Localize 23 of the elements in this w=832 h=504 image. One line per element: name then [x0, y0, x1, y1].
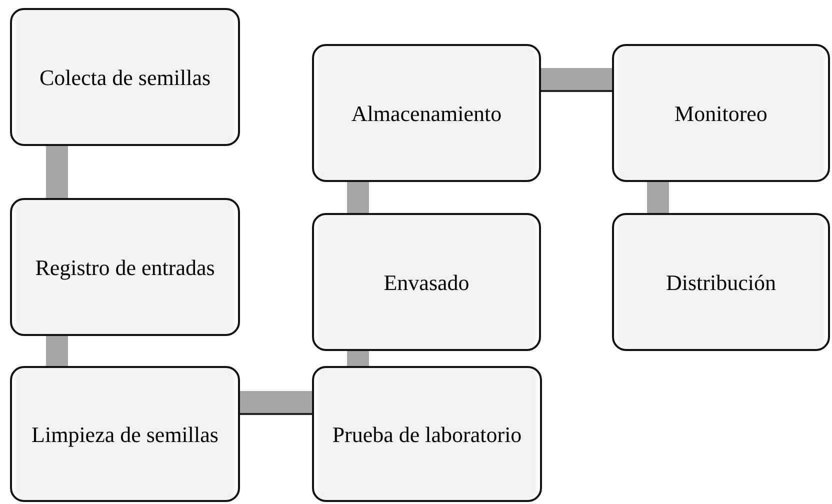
step-label: Distribución	[665, 270, 777, 294]
step-label: Colecta de semillas	[38, 64, 212, 90]
connector-bar	[46, 336, 68, 366]
process-box	[10, 198, 240, 336]
process-box	[312, 366, 542, 502]
connector-bar	[541, 68, 612, 90]
step-label: Limpieza de semillas	[30, 422, 220, 446]
process-box	[10, 8, 240, 146]
step-label: Monitoreo	[674, 100, 768, 126]
step-label: Envasado	[382, 270, 470, 294]
process-box	[612, 213, 830, 351]
step-label: Almacenamiento	[350, 100, 503, 126]
step-label: Prueba de laboratorio	[331, 422, 523, 446]
connector-bar	[347, 351, 369, 366]
process-box	[312, 44, 541, 182]
step-label: Registro de entradas	[34, 254, 216, 280]
process-box	[612, 44, 830, 182]
connector-bar	[347, 182, 369, 213]
process-box	[312, 213, 541, 351]
connector-bar	[647, 182, 669, 213]
process-box	[10, 366, 240, 502]
connector-bar	[46, 146, 68, 198]
connector-bar	[240, 391, 312, 413]
